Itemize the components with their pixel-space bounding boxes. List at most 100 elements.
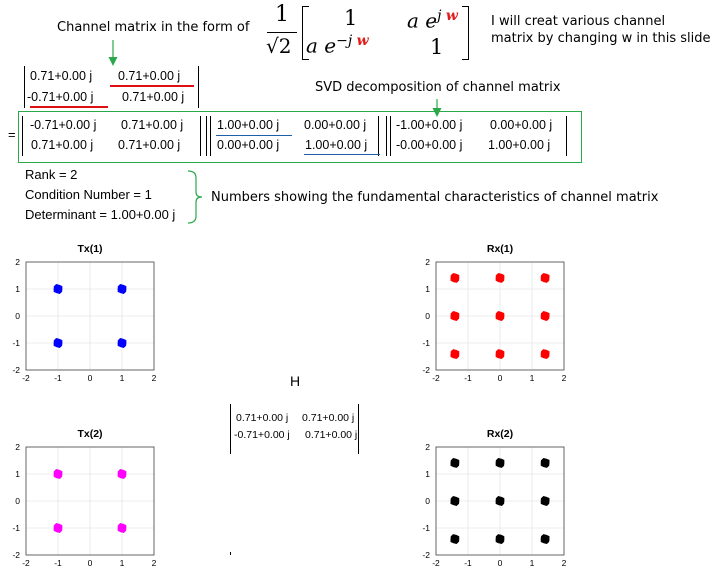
scatter-point [450, 349, 460, 359]
x-tick-label: -2 [22, 373, 30, 383]
svd-label: SVD decomposition of channel matrix [315, 80, 561, 95]
red-underline-r2c1 [30, 106, 108, 108]
x-tick-label: -1 [464, 558, 472, 568]
x-tick-label: 2 [562, 558, 567, 568]
plot-frame [435, 261, 565, 371]
blue-underline-s22 [304, 154, 380, 155]
scatter-point [540, 496, 550, 506]
scatter-point [450, 534, 460, 544]
y-tick-label: 2 [425, 442, 430, 452]
svd-v-matrix: -1.00+0.00 j 0.00+0.00 j -0.00+0.00 j 1.… [386, 116, 572, 158]
x-tick-label: -1 [54, 558, 62, 568]
s-r2c1: 0.00+0.00 j [217, 138, 280, 152]
y-tick-label: -1 [422, 338, 430, 348]
h-r1c1: 0.71+0.00 j [236, 412, 289, 424]
y-tick-label: 2 [15, 257, 20, 267]
x-tick-label: 1 [530, 373, 535, 383]
x-tick-label: 1 [530, 558, 535, 568]
scatter-point [117, 284, 127, 294]
h-r2c1: -0.71+0.00 j [234, 429, 290, 441]
formula: 1 √2 1 a ej w a e−j w 1 [262, 2, 477, 66]
condition-number-text: Condition Number = 1 [25, 187, 152, 202]
v-r2c2: 1.00+0.00 j [488, 138, 551, 152]
x-tick-label: 2 [562, 373, 567, 383]
plot-frame [25, 446, 155, 556]
y-tick-label: 1 [425, 284, 430, 294]
v-r1c2: 0.00+0.00 j [490, 118, 553, 132]
h-r1c2: 0.71+0.00 j [302, 412, 355, 424]
y-tick-label: 0 [425, 496, 430, 506]
scatter-point [117, 523, 127, 533]
y-tick-label: 2 [425, 257, 430, 267]
y-tick-label: 0 [15, 496, 20, 506]
creat-note-line2: matrix by changing w in this slide [491, 31, 711, 46]
scatter-point [53, 469, 63, 479]
dot-mark [230, 552, 231, 555]
x-tick-label: 1 [120, 558, 125, 568]
scatter-point [540, 534, 550, 544]
u-r2c2: 0.71+0.00 j [118, 138, 181, 152]
h-r2c2: 0.71+0.00 j [305, 429, 358, 441]
cm-r2c2: 0.71+0.00 j [122, 90, 185, 104]
s-r1c1: 1.00+0.00 j [217, 118, 280, 132]
scatter-point [495, 458, 505, 468]
y-tick-label: -1 [12, 338, 20, 348]
plot-title: Rx(2) [487, 428, 513, 440]
x-tick-label: -1 [54, 373, 62, 383]
cm-r1c2: 0.71+0.00 j [118, 69, 181, 83]
x-tick-label: -2 [432, 373, 440, 383]
brace-icon [187, 170, 203, 224]
channel-form-label: Channel matrix in the form of [57, 20, 250, 35]
u-r1c1: -0.71+0.00 j [30, 118, 97, 132]
y-tick-label: -2 [12, 550, 20, 560]
y-tick-label: 1 [425, 469, 430, 479]
scatter-point [540, 349, 550, 359]
y-tick-label: 0 [15, 311, 20, 321]
svd-s-matrix: 1.00+0.00 j 0.00+0.00 j 0.00+0.00 j 1.00… [206, 116, 384, 158]
y-tick-label: -2 [422, 365, 430, 375]
scatter-point [53, 284, 63, 294]
scatter-point [540, 458, 550, 468]
y-tick-label: 0 [425, 311, 430, 321]
cm-r2c1: -0.71+0.00 j [27, 90, 94, 104]
scatter-point [540, 273, 550, 283]
cm-r1c1: 0.71+0.00 j [30, 69, 93, 83]
scatter-point [495, 534, 505, 544]
s-r2c2: 1.00+0.00 j [305, 138, 368, 152]
left-bracket [302, 6, 309, 60]
plot-title: Tx(2) [77, 428, 102, 440]
plot-title: Rx(1) [487, 243, 513, 255]
y-tick-label: -1 [12, 523, 20, 533]
v-r1c1: -1.00+0.00 j [396, 118, 463, 132]
y-tick-label: -2 [12, 365, 20, 375]
y-tick-label: 2 [15, 442, 20, 452]
x-tick-label: -2 [432, 558, 440, 568]
x-tick-label: -1 [464, 373, 472, 383]
scatter-point [53, 523, 63, 533]
scatter-point [540, 311, 550, 321]
s-r1c2: 0.00+0.00 j [304, 118, 367, 132]
v-r2c1: -0.00+0.00 j [396, 138, 463, 152]
plot-rx2: Rx(2) -2 -1 0 1 2 2 1 0 -1 -2 [422, 428, 567, 568]
scatter-point [495, 311, 505, 321]
scatter-point [450, 311, 460, 321]
scatter-point [450, 496, 460, 506]
rank-text: Rank = 2 [25, 167, 78, 182]
x-tick-label: -2 [22, 558, 30, 568]
x-tick-label: 0 [498, 558, 503, 568]
y-tick-label: -2 [422, 550, 430, 560]
scatter-point [495, 496, 505, 506]
scatter-point [450, 458, 460, 468]
formula-r2c1: a e−j w [306, 33, 369, 58]
red-underline-r1c2 [110, 85, 194, 87]
x-tick-label: 1 [120, 373, 125, 383]
creat-note-line1: I will creat various channel [491, 14, 666, 29]
scatter-point [495, 273, 505, 283]
formula-denominator: √2 [266, 34, 292, 58]
u-r1c2: 0.71+0.00 j [121, 118, 184, 132]
x-tick-label: 0 [498, 373, 503, 383]
y-tick-label: -1 [422, 523, 430, 533]
equals-sign: = [8, 127, 16, 142]
plot-rx1: Rx(1) -2 -1 0 1 2 2 1 0 -1 -2 [422, 243, 567, 383]
